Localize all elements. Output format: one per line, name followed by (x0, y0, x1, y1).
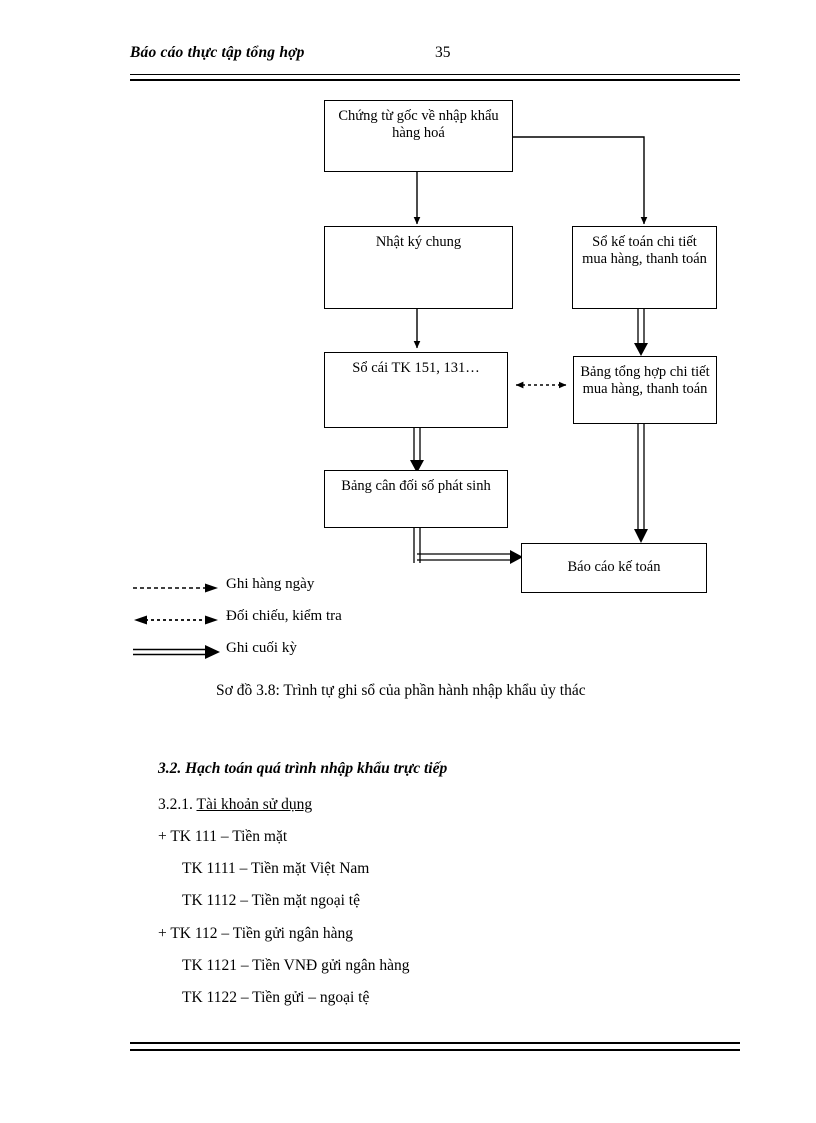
legend-double-line-arrow-icon (133, 645, 220, 659)
footer-divider (130, 1042, 740, 1051)
section-heading: 3.2. Hạch toán quá trình nhập khẩu trực … (158, 760, 448, 777)
flow-box-so-cai[interactable]: Sổ cái TK 151, 131… (324, 352, 508, 428)
header-title: Báo cáo thực tập tổng hợp (130, 44, 305, 61)
connector-soketoan-to-bangtonghop (634, 309, 648, 356)
flow-box-bang-tong-hop[interactable]: Bảng tổng hợp chi tiết mua hàng, thanh t… (573, 356, 717, 424)
flow-box-label: Báo cáo kế toán (567, 559, 661, 576)
legend-item-ghi-cuoi-ky: Ghi cuối kỳ (131, 640, 451, 665)
flow-box-chung-tu-goc[interactable]: Chứng từ gốc về nhập khẩu hàng hoá (324, 100, 513, 172)
connector-bangcandoi-to-baocao (413, 528, 523, 564)
flow-box-label: Sổ cái TK 151, 131… (352, 360, 480, 376)
figure-caption: Sơ đồ 3.8: Trình tự ghi sổ của phần hành… (216, 682, 586, 699)
subsection-heading: 3.2.1. Tài khoản sử dụng (158, 796, 312, 814)
legend-label: Đối chiếu, kiểm tra (226, 608, 342, 624)
subsection-title: Tài khoản sử dụng (196, 796, 313, 813)
legend-label: Ghi hàng ngày (226, 576, 315, 592)
flow-box-label: Nhật ký chung (375, 234, 462, 250)
subsection-number: 3.2.1. (158, 796, 197, 813)
flow-box-bao-cao-ke-toan[interactable]: Báo cáo kế toán (521, 543, 707, 593)
account-line: + TK 112 – Tiền gửi ngân hàng (158, 925, 353, 942)
legend-dotted-double-arrow-icon (134, 615, 218, 625)
page-header: Báo cáo thực tập tổng hợp 35 (130, 44, 740, 70)
account-line: TK 1112 – Tiền mặt ngoại tệ (182, 892, 360, 909)
flow-box-so-ke-toan-chi-tiet[interactable]: Sổ kế toán chi tiết mua hàng, thanh toán (572, 226, 717, 309)
page-number: 35 (435, 44, 451, 61)
legend-label: Ghi cuối kỳ (226, 640, 297, 656)
flow-box-label: Sổ kế toán chi tiết mua hàng, thanh toán (582, 234, 707, 268)
account-line: + TK 111 – Tiền mặt (158, 828, 288, 845)
account-line: TK 1121 – Tiền VNĐ gửi ngân hàng (182, 957, 410, 974)
account-line: TK 1111 – Tiền mặt Việt Nam (182, 860, 370, 877)
header-divider (130, 74, 740, 81)
connector-chungtu-to-soketoan (513, 136, 648, 225)
legend-dotted-arrow-icon (133, 583, 218, 593)
legend-item-doi-chieu-kiem-tra: Đối chiếu, kiểm tra (131, 608, 451, 633)
account-line: TK 1122 – Tiền gửi – ngoại tệ (182, 989, 370, 1006)
flow-box-label: Chứng từ gốc về nhập khẩu hàng hoá (338, 108, 499, 142)
flow-box-bang-can-doi[interactable]: Bảng cân đối số phát sinh (324, 470, 508, 528)
legend-item-ghi-hang-ngay: Ghi hàng ngày (131, 576, 451, 601)
connector-bangtonghop-to-baocao (634, 424, 648, 543)
flow-box-label: Bảng cân đối số phát sinh (341, 478, 491, 494)
flow-box-nhat-ky-chung[interactable]: Nhật ký chung (324, 226, 513, 309)
connector-socai-to-bangcandoi (410, 428, 424, 473)
flow-box-label: Bảng tổng hợp chi tiết mua hàng, thanh t… (580, 364, 710, 398)
